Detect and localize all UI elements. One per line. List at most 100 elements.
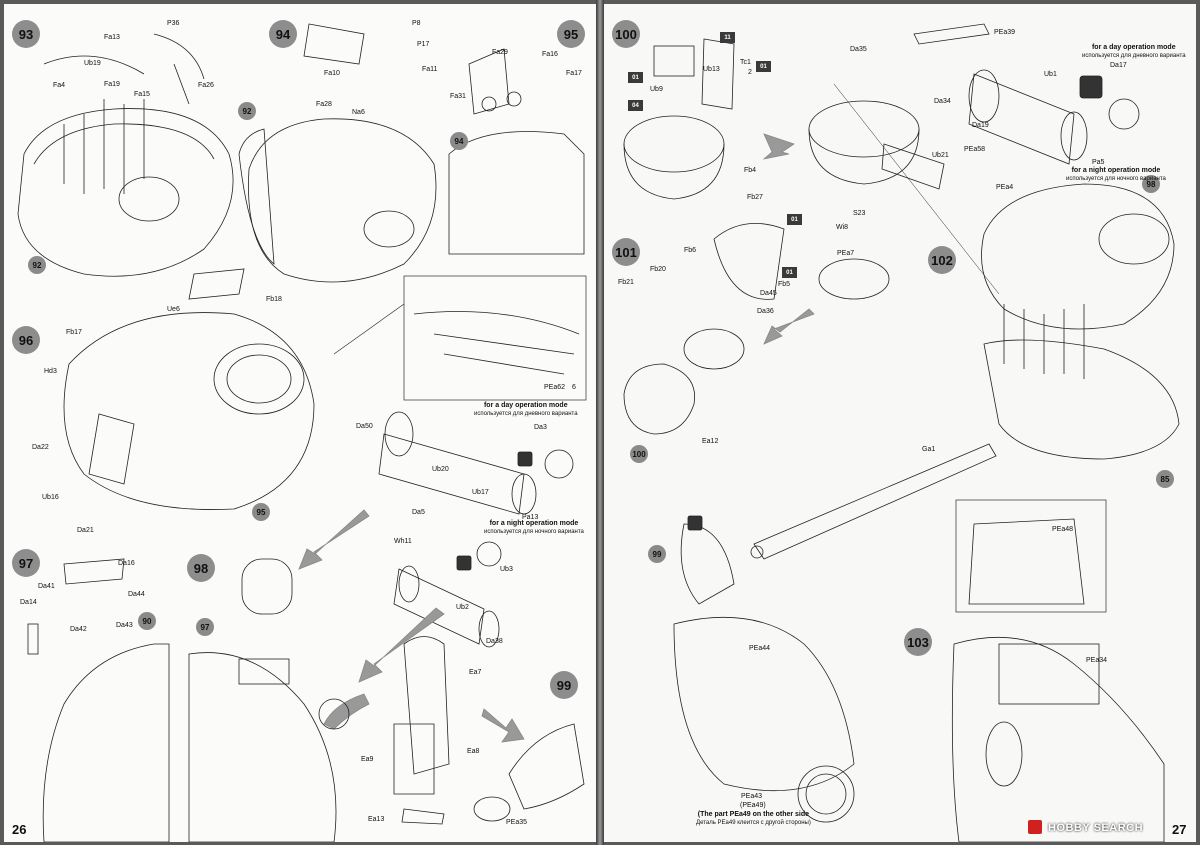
step-number-103: 103 — [904, 628, 932, 656]
part-label: Da16 — [118, 560, 135, 567]
part-label: Ga1 — [922, 446, 936, 453]
step-number-95: 95 — [557, 20, 585, 48]
part-label: Da21 — [77, 527, 94, 534]
pea49-note-ru: Деталь PEa49 клеится с другой стороны) — [696, 820, 811, 826]
part-label: Fb21 — [618, 279, 634, 286]
instruction-box: 01 — [782, 267, 797, 278]
part-label: Ub20 — [432, 466, 449, 473]
day-mode-note-en: for a day operation mode — [1091, 44, 1176, 51]
part-label: PEa62 — [544, 384, 566, 391]
part-label: Da17 — [1110, 62, 1127, 69]
left-page-illustration — [17, 23, 587, 842]
night-mode-note: for a night operation mode используется … — [1066, 167, 1166, 183]
instruction-box: 01 — [628, 72, 643, 83]
book-gutter — [596, 0, 604, 845]
part-label: Fa28 — [316, 101, 332, 108]
part-label: (PEa49) — [740, 802, 766, 809]
part-label: Da14 — [20, 599, 37, 606]
step-number-96: 96 — [12, 326, 40, 354]
night-mode-note-ru: используется для ночного варианта — [484, 529, 584, 535]
part-label: Da5 — [412, 509, 425, 516]
part-label: P36 — [167, 20, 180, 27]
ref-marker: 92 — [238, 102, 256, 120]
ref-marker: 100 — [630, 445, 648, 463]
ref-marker: 90 — [138, 612, 156, 630]
part-label: Da38 — [486, 638, 503, 645]
part-label: Fa16 — [542, 51, 558, 58]
ref-marker: 97 — [196, 618, 214, 636]
part-label: Ub16 — [42, 494, 59, 501]
part-label: Da42 — [70, 626, 87, 633]
ref-marker: 98 — [1142, 175, 1160, 193]
part-label: Da45 — [760, 290, 777, 297]
part-label: Ub2 — [456, 604, 469, 611]
part-label: Fb17 — [66, 329, 82, 336]
part-label: Da43 — [116, 622, 133, 629]
part-label: Wh11 — [394, 538, 412, 545]
ref-marker: 99 — [648, 545, 666, 563]
part-label: Fa15 — [134, 91, 150, 98]
instruction-box: 01 — [756, 61, 771, 72]
part-label: Fa17 — [566, 70, 582, 77]
pea49-note-en: (The part PEa49 on the other side — [697, 811, 810, 818]
pea49-note: (The part PEa49 on the other side Деталь… — [696, 811, 811, 827]
page-number: 27 — [1172, 822, 1187, 837]
watermark-logo-icon — [1028, 820, 1042, 834]
ref-marker: 85 — [1156, 470, 1174, 488]
part-label: Fa10 — [324, 70, 340, 77]
part-label: Fa19 — [104, 81, 120, 88]
watermark-text: HOBBY SEARCH — [1048, 822, 1144, 834]
part-label: S23 — [853, 210, 866, 217]
part-label: Fa26 — [198, 82, 214, 89]
part-label: Ub19 — [84, 60, 101, 67]
part-label: Fa4 — [53, 82, 66, 89]
part-label: Fb27 — [747, 194, 763, 201]
step-number-98: 98 — [187, 554, 215, 582]
day-mode-note-ru: используется для дневного варианта — [1082, 53, 1186, 59]
step-number-100: 100 — [612, 20, 640, 48]
part-label: Fb5 — [778, 281, 791, 288]
part-label: P8 — [412, 20, 421, 27]
right-page-illustration — [623, 23, 1180, 842]
day-mode-note: for a day operation mode используется дл… — [1082, 44, 1186, 60]
part-label: Fb18 — [266, 296, 282, 303]
part-label: Da19 — [972, 122, 989, 129]
part-label: Da41 — [38, 583, 55, 590]
part-label: P17 — [417, 41, 430, 48]
part-label: Ea13 — [368, 816, 385, 823]
part-label: Ea8 — [467, 748, 480, 755]
day-mode-note: for a day operation mode используется дл… — [474, 402, 578, 418]
page-number: 26 — [12, 822, 27, 837]
instruction-box: 04 — [628, 100, 643, 111]
instruction-box: 01 — [787, 214, 802, 225]
part-label: PEa4 — [996, 184, 1014, 191]
part-label: Ub13 — [703, 66, 720, 73]
right-page: 100 101 102 103 98 85 100 99 11 01 01 04… — [604, 4, 1196, 842]
part-label: Ea12 — [702, 438, 719, 445]
part-label: PEa39 — [994, 29, 1016, 36]
part-label: PEa7 — [837, 250, 855, 257]
part-label: Ub1 — [1044, 71, 1057, 78]
part-label: Da50 — [356, 423, 373, 430]
part-label: Na6 — [352, 109, 365, 116]
part-label: Ue6 — [167, 306, 180, 313]
night-mode-note: for a night operation mode используется … — [484, 520, 584, 536]
part-label: Da44 — [128, 591, 145, 598]
step-number-101: 101 — [612, 238, 640, 266]
ref-marker: 92 — [28, 256, 46, 274]
day-mode-note-ru: используется для дневного варианта — [474, 411, 578, 417]
part-label: Fa31 — [450, 93, 466, 100]
step-number-99: 99 — [550, 671, 578, 699]
part-label: Da34 — [934, 98, 951, 105]
part-label: Pa13 — [522, 514, 539, 521]
part-label: Ub17 — [472, 489, 489, 496]
part-label: PEa34 — [1086, 657, 1108, 664]
step-number-93: 93 — [12, 20, 40, 48]
part-label: 6 — [572, 384, 576, 391]
day-mode-note-en: for a day operation mode — [483, 402, 568, 409]
part-label: PEa35 — [506, 819, 528, 826]
part-label: Fa29 — [492, 49, 508, 56]
part-label: Ub9 — [650, 86, 663, 93]
instruction-box: 11 — [720, 32, 735, 43]
